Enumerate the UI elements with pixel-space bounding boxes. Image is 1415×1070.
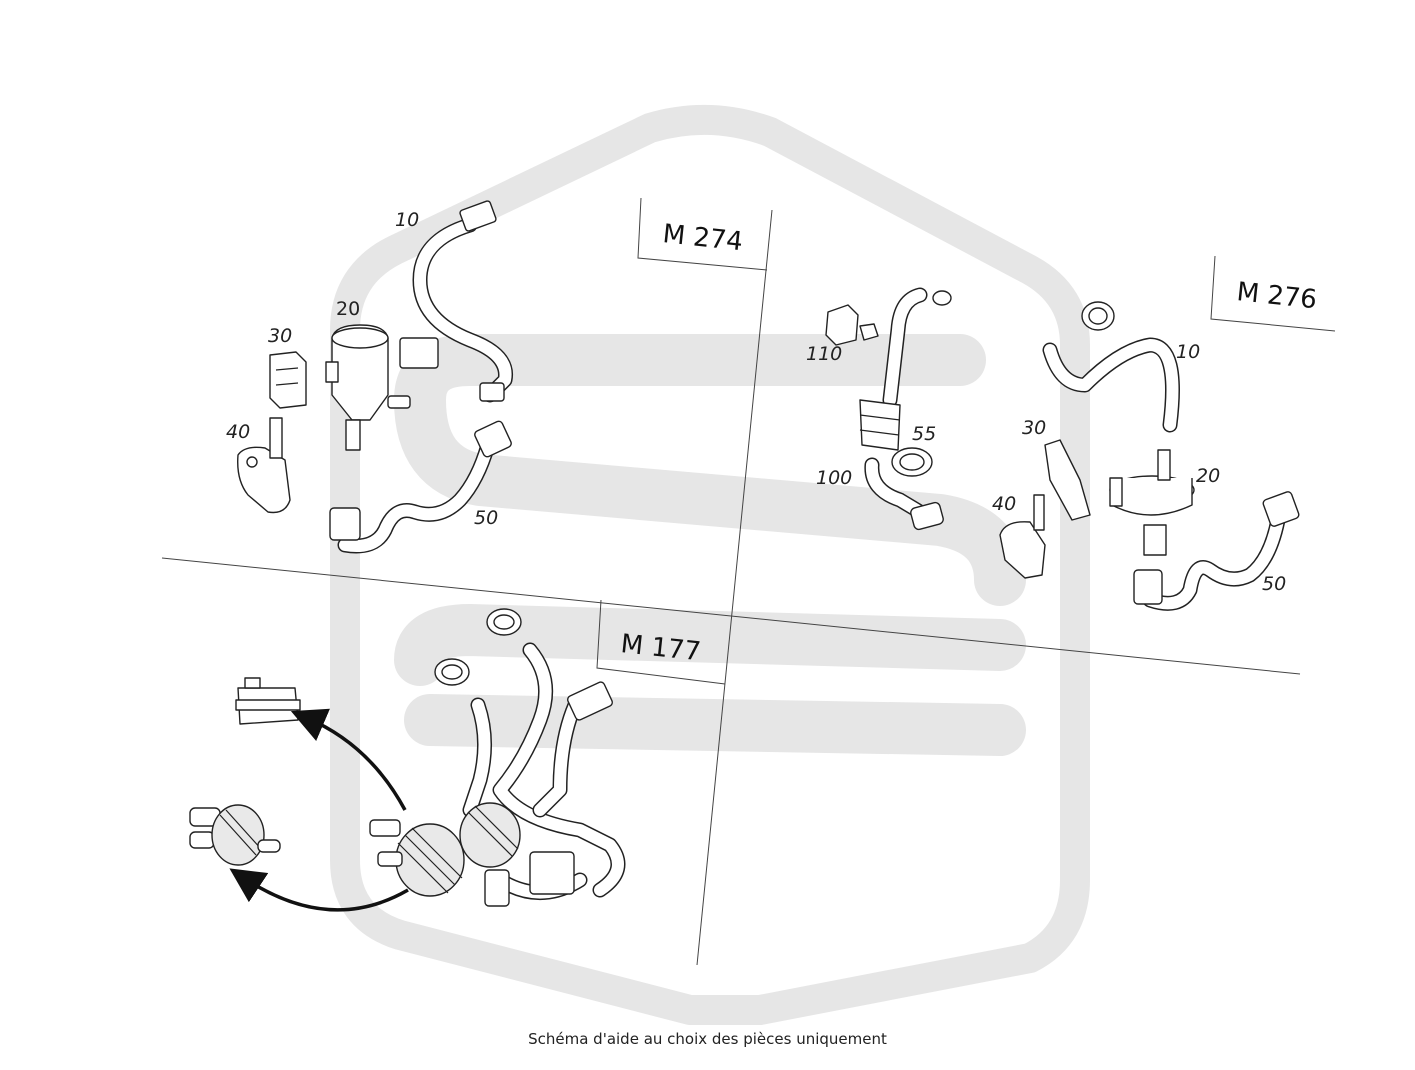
m274-valve-20 [325,324,439,451]
m276-hose-10 [1042,301,1180,433]
m276-hose-50 [1133,491,1300,611]
m274-mount-40 [237,417,291,514]
m177-detail-valve [189,804,281,866]
m276-label-30: 30 [1022,417,1046,439]
m276-label-110: 110 [806,343,842,365]
diagram-caption: Schéma d'aide au choix des pièces unique… [528,1030,887,1048]
m274-label-20: 20 [336,298,360,320]
m274-label-30: 30 [268,325,292,347]
m276-clamp-110 [825,304,879,346]
m274-label-50: 50 [474,507,498,529]
m177-valve-pair [369,802,575,907]
m276-mount-40 [999,494,1046,579]
m276-label-100: 100 [816,467,852,489]
m274-hose-50 [329,420,512,554]
m276-valve-100 [859,287,952,531]
m177-detail-clamp [235,677,301,725]
m276-label-20: 20 [1196,465,1220,487]
m276-clamp-55 [891,447,933,477]
m276-label-50: 50 [1262,573,1286,595]
engine-label-m276: M 276 [1235,277,1318,315]
m274-bracket-30 [269,351,307,409]
watermark-logo [330,104,1090,1025]
m177-clamps [434,608,522,686]
m276-valve-20 [1109,449,1195,556]
m274-label-40: 40 [226,421,250,443]
m276-label-55: 55 [912,423,936,445]
m274-label-10: 10 [395,209,419,231]
m177-arrows [229,708,409,912]
m276-label-40: 40 [992,493,1016,515]
m274-hose-10 [412,200,514,403]
m276-label-10: 10 [1176,341,1200,363]
section-separators [161,197,1336,966]
m276-bracket-30 [1044,439,1091,521]
engine-label-m274: M 274 [661,219,744,257]
